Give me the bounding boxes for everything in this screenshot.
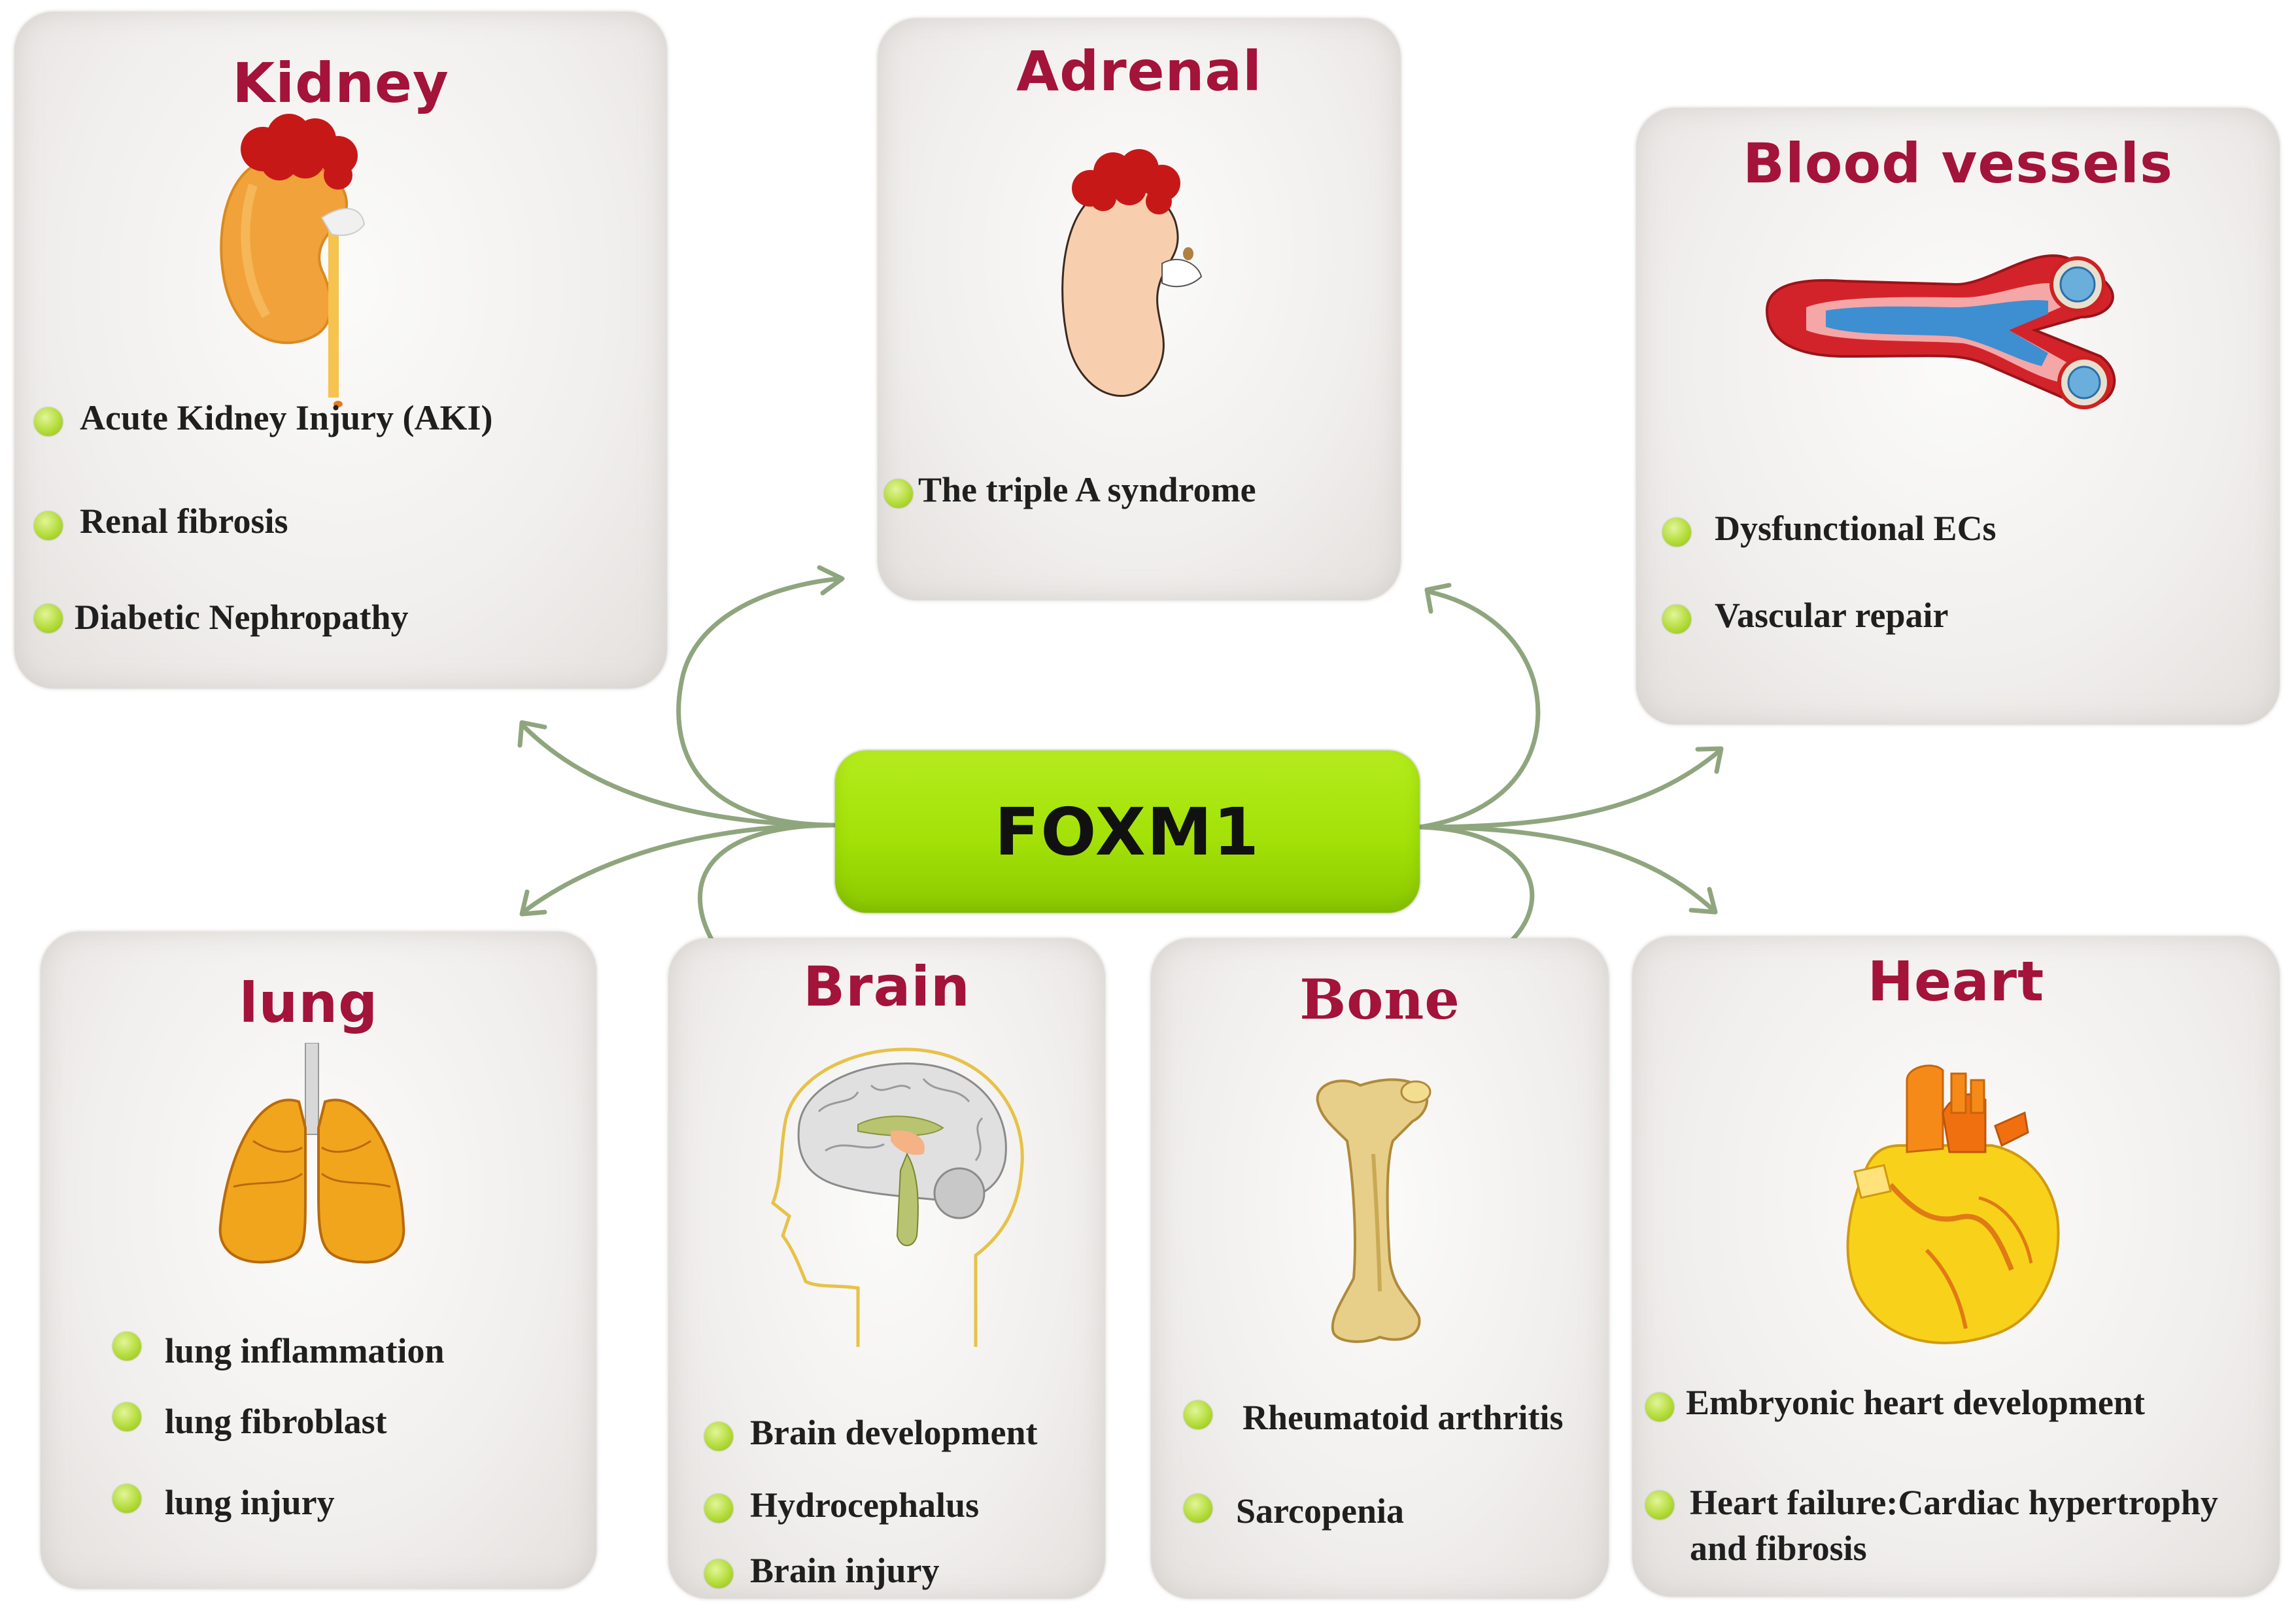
- bullet: [884, 479, 913, 508]
- blood-vessels-panel: Blood vessels Dysfunctional ECs Vascular…: [1636, 108, 2280, 724]
- lung-title: lung: [239, 971, 379, 1035]
- heart-title: Heart: [1867, 949, 2045, 1013]
- heart-illustration: [1846, 1064, 2060, 1344]
- bullet: [112, 1402, 141, 1431]
- bullet: [34, 407, 63, 436]
- arrowhead-adrenal-right: [1424, 583, 1452, 614]
- heart-panel: Heart Embryonic heart development Heart …: [1632, 936, 2280, 1597]
- arrow-to-lung: [521, 823, 838, 915]
- brain-panel: Brain Brain development Hydrocephalus Br…: [668, 938, 1105, 1599]
- bullet: [1662, 518, 1691, 547]
- brain-item-hydrocephalus: Hydrocephalus: [750, 1486, 980, 1525]
- adrenal-title: Adrenal: [1016, 39, 1262, 103]
- bullet: [112, 1332, 141, 1361]
- blood-vessel-illustration: [1765, 254, 2116, 409]
- foxm1-label: FOXM1: [995, 793, 1260, 870]
- arrowhead-adrenal: [817, 565, 845, 596]
- lung-panel: lung lung inflammation lung fibroblast l…: [41, 932, 596, 1589]
- bullet: [1645, 1491, 1674, 1520]
- arrowhead-heart: [1688, 887, 1718, 915]
- arrow-to-kidney: [521, 723, 838, 828]
- bullet: [704, 1559, 733, 1588]
- bone-item-sarcopenia: Sarcopenia: [1236, 1491, 1405, 1531]
- kidney-item-diabetic-nephropathy: Diabetic Nephropathy: [75, 598, 409, 637]
- heart-item-embryonic-development: Embryonic heart development: [1686, 1383, 2145, 1422]
- arrowhead-kidney: [517, 720, 547, 748]
- bullet: [1184, 1401, 1212, 1429]
- arrowhead-lung: [519, 889, 547, 917]
- kidney-item-aki: Acute Kidney Injury (AKI): [80, 398, 493, 437]
- heart-item-heart-failure: Heart failure:Cardiac hypertrophy: [1690, 1483, 2218, 1522]
- bone-illustration: [1316, 1078, 1431, 1343]
- foxm1-center-box: FOXM1: [835, 751, 1420, 913]
- arrowhead-blood-vessels: [1695, 746, 1724, 774]
- adrenal-gland-illustration: [1061, 149, 1203, 397]
- brain-illustration: [771, 1047, 1024, 1347]
- bullet: [34, 511, 63, 540]
- heart-item-heart-failure-cont: and fibrosis: [1690, 1529, 1867, 1568]
- brain-title: Brain: [803, 955, 970, 1019]
- bone-title: Bone: [1299, 967, 1460, 1032]
- arrow-to-blood-vessels: [1417, 748, 1722, 830]
- bullet: [704, 1422, 733, 1451]
- lung-item-fibroblast: lung fibroblast: [165, 1402, 387, 1441]
- lung-item-injury: lung injury: [165, 1483, 335, 1522]
- lung-item-inflammation: lung inflammation: [165, 1331, 445, 1370]
- kidney-illustration: [220, 114, 366, 407]
- bullet: [1645, 1393, 1674, 1421]
- blood-vessels-title: Blood vessels: [1742, 131, 2174, 195]
- brain-item-development: Brain development: [750, 1413, 1038, 1452]
- adrenal-panel: Adrenal The triple A syndrome: [878, 18, 1401, 600]
- arrow-to-adrenal-right: [1417, 589, 1541, 830]
- arrow-to-heart: [1417, 824, 1716, 913]
- kidney-panel: Kidney Acute Kidney Injury (AKI) Renal f…: [14, 12, 667, 688]
- blood-vessels-item-vascular-repair: Vascular repair: [1715, 596, 1949, 635]
- bullet: [1662, 605, 1691, 634]
- arrow-to-adrenal: [676, 576, 843, 828]
- lungs-illustration: [218, 1043, 405, 1264]
- adrenal-item-triple-a: The triple A syndrome: [918, 470, 1256, 509]
- bullet: [704, 1494, 733, 1523]
- bullet: [34, 604, 63, 633]
- bone-item-rheumatoid-arthritis: Rheumatoid arthritis: [1242, 1398, 1564, 1437]
- bone-panel: Bone Rheumatoid arthritis Sarcopenia: [1151, 938, 1609, 1599]
- kidney-item-renal-fibrosis: Renal fibrosis: [80, 501, 288, 541]
- bullet: [112, 1484, 141, 1513]
- kidney-title: Kidney: [232, 51, 449, 115]
- brain-item-injury: Brain injury: [750, 1551, 940, 1590]
- bullet: [1184, 1494, 1212, 1523]
- blood-vessels-item-dysfunctional-ecs: Dysfunctional ECs: [1715, 509, 1996, 548]
